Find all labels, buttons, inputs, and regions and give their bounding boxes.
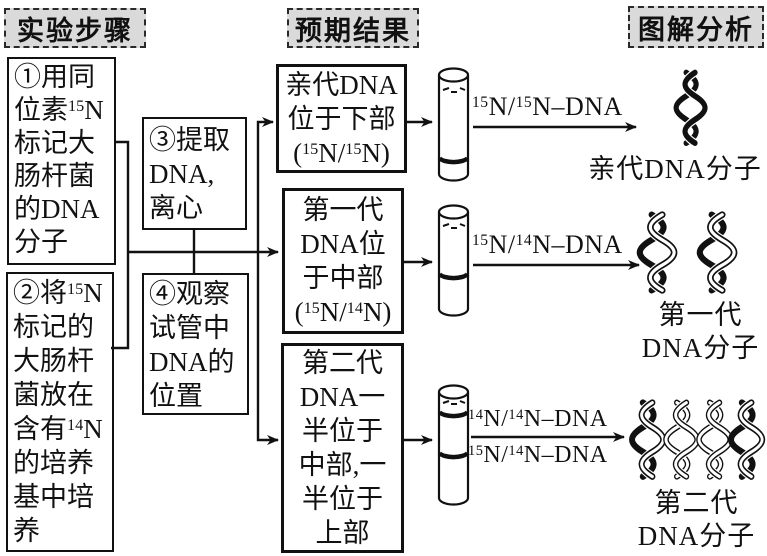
header-expected-results: 预期结果 [287, 8, 419, 48]
step-box-2: ②将15N 标记的 大肠杆 菌放在 含有14N 的培养 基中培 养 [6, 272, 114, 552]
result-box-gen1-text: 第一代 DNA位 于中部 (15N/14N) [294, 195, 392, 327]
result-box-gen1: 第一代 DNA位 于中部 (15N/14N) [282, 188, 404, 334]
dna-helix-gen1-icon [700, 215, 734, 291]
step-box-3: ③提取 DNA, 离心 [142, 117, 247, 230]
band-label-gen2-light: 14N/14N–DNA [468, 406, 608, 432]
test-tube-parent-icon [437, 67, 470, 182]
caption-gen1-dna: 第一代 DNA分子 [641, 300, 760, 363]
bracket-steps-1-2 [111, 140, 130, 350]
test-tube-gen1-icon [437, 204, 470, 317]
test-tube-gen2-icon [437, 384, 470, 506]
band-label-gen2-hybrid: 15N/14N–DNA [468, 442, 608, 468]
dna-band-bottom [437, 156, 470, 165]
result-box-gen2: 第二代 DNA一 半位于 中部,一 半位于 上部 [281, 343, 404, 553]
caption-parent-dna: 亲代DNA分子 [588, 154, 762, 184]
meniscus-dashes [442, 400, 466, 405]
dna-band-top [437, 410, 470, 419]
arrow-to-result-3 [256, 252, 279, 445]
meniscus-dashes [442, 87, 466, 93]
dna-band-middle [437, 451, 470, 460]
dna-helix-parent-icon [676, 73, 705, 144]
band-label-gen1: 15N/14N–DNA [472, 230, 623, 259]
caption-gen2-dna: 第二代 DNA分子 [637, 488, 756, 551]
result-box-gen2-text: 第二代 DNA一 半位于 中部,一 半位于 上部 [298, 348, 387, 548]
dna-helix-gen2-icon [699, 403, 730, 477]
meniscus-dashes [442, 223, 466, 229]
arrow-to-result-1 [256, 117, 274, 252]
header-diagram-analysis: 图解分析 [628, 6, 764, 48]
dna-helix-gen2-icon [632, 403, 663, 477]
result-box-parent-text: 亲代DNA 位于下部 (15N/15N) [285, 69, 398, 168]
band-label-parent: 15N/15N–DNA [472, 92, 623, 121]
dna-helix-gen2-icon [731, 403, 762, 477]
step-box-1: ①用同 位素15N 标记大 肠杆菌 的DNA 分子 [7, 57, 116, 265]
result-box-parent: 亲代DNA 位于下部 (15N/15N) [276, 64, 407, 173]
flow-connectors [111, 117, 640, 445]
step-box-4: ④观察 试管中 DNA的 位置 [142, 273, 249, 415]
dna-helix-gen2-icon [666, 403, 697, 477]
dna-band-middle [437, 272, 470, 281]
dna-helix-gen1-icon [640, 215, 674, 291]
header-experimental-steps: 实验步骤 [4, 8, 146, 48]
